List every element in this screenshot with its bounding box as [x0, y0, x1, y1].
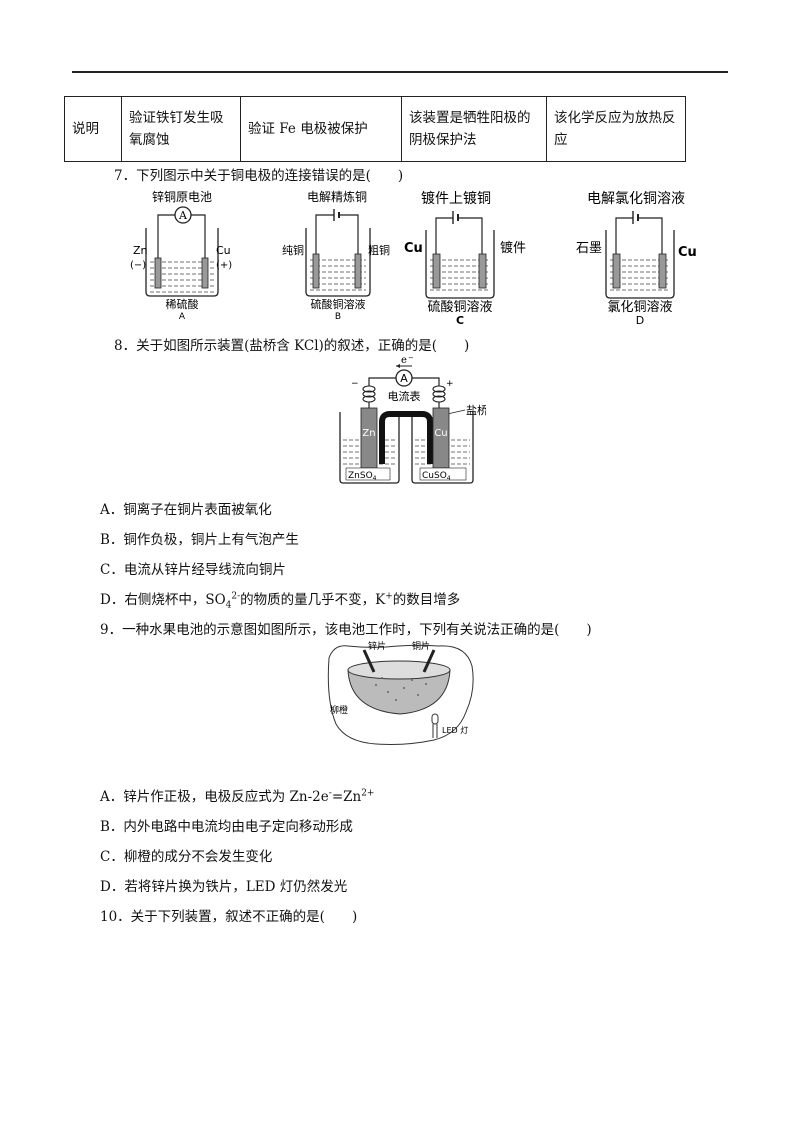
- fig-7b-title: 电解精炼铜: [307, 189, 367, 204]
- figure-7d: 电解氯化铜溶液 石墨 Cu 氯化铜溶液 D: [576, 191, 697, 326]
- table-cell-2: 验证 Fe 电极被保护: [240, 96, 402, 162]
- fig-7a-title: 锌铜原电池: [152, 189, 212, 204]
- fig-7c-title: 镀件上镀铜: [421, 190, 491, 207]
- beaker-icon: [145, 228, 219, 297]
- fig-7d-solution: 氯化铜溶液: [607, 300, 672, 315]
- q8-option-b: B．铜作负极，铜片上有气泡产生: [100, 532, 299, 548]
- fig-8-minus: −: [351, 379, 359, 389]
- question-8-stem: 8．关于如图所示装置(盐桥含 KCl)的叙述，正确的是( ): [114, 338, 470, 354]
- fig-7a-solution: 稀硫酸: [166, 297, 199, 311]
- fig-9-copper: 铜片: [412, 640, 430, 652]
- salt-bridge: [379, 411, 433, 464]
- electrode-icon: [432, 253, 441, 289]
- electrode-icon: [658, 253, 667, 289]
- question-7-stem: 7．下列图示中关于铜电极的连接错误的是( ): [114, 168, 404, 184]
- q9-option-d: D．若将锌片换为铁片，LED 灯仍然发光: [100, 879, 348, 895]
- fig-9-zinc: 锌片: [368, 640, 386, 652]
- fig-7a-left: Zn: [133, 244, 148, 257]
- table-cell-1: 验证铁钉发生吸氧腐蚀: [121, 96, 241, 162]
- fig-8-right-sol: CuSO4: [422, 471, 451, 482]
- beaker-icon: [411, 412, 474, 484]
- figure-7b: 电解精炼铜 纯铜 粗铜 硫酸铜溶液 B: [282, 189, 390, 320]
- fig-7b-left: 纯铜: [282, 243, 304, 257]
- fig-8-electron: e: [401, 355, 407, 366]
- orange-half: [347, 669, 451, 715]
- fig-8-meter-label: 电流表: [388, 389, 421, 403]
- fig-7c-letter: C: [456, 314, 464, 326]
- fig-9-fruit: 柳橙: [330, 704, 348, 716]
- q9-option-a: A．锌片作正极，电极反应式为 Zn-2e-=Zn2+: [100, 788, 375, 806]
- electrode-icon: [154, 257, 162, 289]
- fig-7d-title: 电解氯化铜溶液: [587, 191, 685, 207]
- fig-7d-right: Cu: [678, 245, 697, 260]
- fig-7c-solution: 硫酸铜溶液: [427, 300, 492, 315]
- fig-7d-left: 石墨: [576, 241, 602, 256]
- beaker-icon: [425, 230, 495, 299]
- electrode-icon: [201, 257, 209, 289]
- fig-7b-letter: B: [335, 312, 341, 320]
- led-icon: [431, 713, 439, 725]
- beaker-icon: [605, 230, 675, 299]
- orange-cut-surface: [347, 660, 451, 680]
- fig-8-left-el: Zn: [362, 428, 375, 439]
- fig-9-led: LED 灯: [442, 725, 468, 735]
- table-row: 说明 验证铁钉发生吸氧腐蚀 验证 Fe 电极被保护 该装置是牺牲阳极的阴极保护法…: [64, 96, 686, 162]
- figure-9: 锌片 铜片 柳橙 LED 灯: [327, 640, 474, 745]
- copper-strip: [422, 649, 436, 673]
- table-row-label: 说明: [64, 96, 122, 162]
- beaker-icon: [339, 412, 400, 484]
- fig-7a-meter: A: [178, 209, 188, 222]
- explanation-table: 说明 验证铁钉发生吸氧腐蚀 验证 Fe 电极被保护 该装置是牺牲阳极的阴极保护法…: [64, 96, 686, 162]
- fig-7a-letter: A: [179, 312, 186, 320]
- table-cell-4: 该化学反应为放热反应: [546, 96, 686, 162]
- fig-8-electron-sign: −: [408, 354, 414, 362]
- electrode-icon: [612, 253, 621, 289]
- electrode-icon: [354, 253, 362, 289]
- figure-8: e − A − + 电流表 盐桥 Zn Cu ZnSO4 CuSO4: [339, 354, 486, 484]
- wire-coil-icon: [432, 385, 446, 403]
- fig-8-meter: A: [400, 372, 408, 385]
- fig-7c-right: 镀件: [500, 240, 526, 256]
- fig-7b-right: 粗铜: [368, 243, 390, 257]
- fig-7a-right-sign: (+): [216, 260, 232, 271]
- wire-loop: [327, 644, 474, 745]
- figure-7a: 锌铜原电池 A Zn (−) Cu (+) 稀硫酸 A: [130, 189, 232, 320]
- table-cell-3: 该装置是牺牲阳极的阴极保护法: [401, 96, 547, 162]
- electrode-icon: [478, 253, 487, 289]
- q8-option-d: D．右侧烧杯中，SO42-的物质的量几乎不变，K+的数目增多: [100, 591, 461, 611]
- fig-8-left-sol: ZnSO4: [348, 471, 377, 482]
- fig-7a-left-sign: (−): [130, 260, 146, 271]
- figure-7c: 镀件上镀铜 Cu 镀件 硫酸铜溶液 C: [404, 190, 526, 326]
- electrode-icon: [312, 253, 320, 289]
- fig-7a-right: Cu: [216, 244, 231, 257]
- fig-7c-left: Cu: [404, 241, 423, 256]
- q9-option-c: C．柳橙的成分不会发生变化: [100, 849, 273, 865]
- fig-8-plus: +: [446, 379, 454, 389]
- fig-8-bridge-label: 盐桥: [466, 404, 486, 417]
- zinc-strip: [362, 649, 376, 673]
- wire-coil-icon: [362, 385, 376, 403]
- fig-8-right-el: Cu: [434, 428, 447, 439]
- q8-option-c: C．电流从锌片经导线流向铜片: [100, 562, 286, 578]
- q9-option-b: B．内外电路中电流均由电子定向移动形成: [100, 819, 353, 835]
- q8-option-a: A．铜离子在铜片表面被氧化: [100, 502, 272, 518]
- top-rule: [72, 71, 728, 73]
- fig-7b-solution: 硫酸铜溶液: [311, 297, 366, 311]
- question-9-stem: 9．一种水果电池的示意图如图所示，该电池工作时，下列有关说法正确的是( ): [100, 622, 592, 638]
- beaker-icon: [305, 228, 371, 297]
- fig-7d-letter: D: [636, 314, 644, 326]
- question-10-stem: 10．关于下列装置，叙述不正确的是( ): [100, 909, 358, 925]
